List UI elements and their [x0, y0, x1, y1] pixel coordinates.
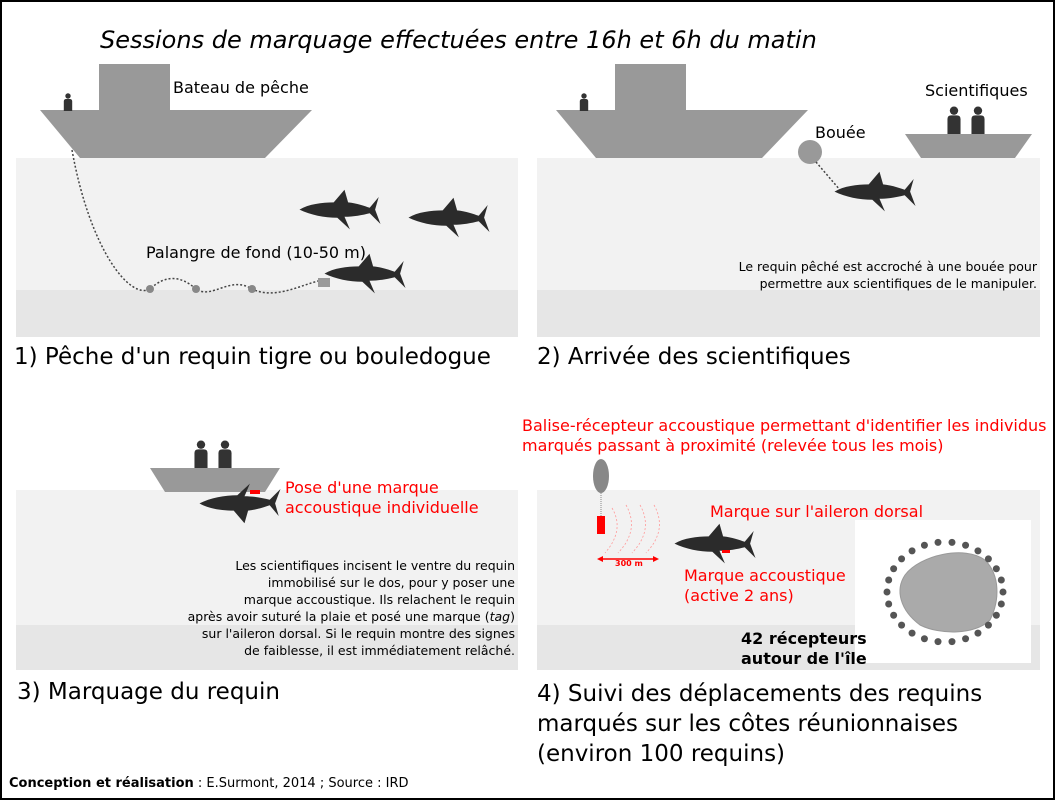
receiver-dot — [997, 576, 1005, 584]
boat-cabin — [99, 64, 170, 111]
fishing-boat — [40, 110, 312, 158]
receiver-dot — [908, 629, 916, 637]
receiver-dot — [992, 565, 1000, 573]
receiver-dot — [974, 547, 982, 555]
note-tag-word: tag — [489, 609, 511, 624]
receiver-dot — [948, 638, 956, 646]
panel-1-caption: 1) Pêche d'un requin tigre ou bouledogue — [14, 344, 491, 370]
receiver-dot — [890, 611, 898, 619]
receiver-dot — [934, 638, 942, 646]
note-line: après avoir suturé la plaie et posé une … — [187, 609, 490, 624]
scientists-boat — [150, 468, 280, 492]
credits-rest: : E.Surmont, 2014 ; Source : IRD — [193, 776, 409, 791]
receivers-count: 42 récepteurs autour de l'île — [741, 629, 867, 669]
caption-line: 4) Suivi des déplacements des requins — [537, 681, 983, 707]
label-line: (active 2 ans) — [684, 586, 794, 605]
panel-3-note: Les scientifiques incisent le ventre du … — [188, 557, 515, 659]
receiver-dot — [898, 621, 906, 629]
note-line: sur l'aileron dorsal. Si le requin montr… — [201, 626, 515, 641]
buoy-icon — [798, 140, 822, 164]
note-line: marque accoustique. Ils relachent le req… — [243, 592, 515, 607]
boat-label: Bateau de pêche — [173, 78, 309, 97]
receiver-dot — [962, 635, 970, 643]
receiver-dots — [883, 538, 1007, 646]
credits-bold: Conception et réalisation — [9, 776, 194, 791]
label-line: Pose d'une marque — [285, 478, 439, 497]
receiver-dot — [992, 611, 1000, 619]
fishing-boat — [556, 110, 808, 158]
receiver-dot — [999, 588, 1007, 596]
caption-line: marqués sur les côtes réunionnaises — [537, 711, 958, 737]
longline-label: Palangre de fond (10-50 m) — [146, 243, 366, 262]
receiver-label: Balise-récepteur accoustique permettant … — [522, 416, 1047, 456]
seabed — [16, 290, 518, 337]
label-line: Marque accoustique — [684, 566, 846, 585]
panel-1-scene — [16, 64, 518, 337]
panel-4-scene — [537, 459, 1040, 670]
label-line: accoustique individuelle — [285, 498, 479, 517]
panel-3-caption: 3) Marquage du requin — [17, 679, 280, 705]
scientist-icon — [218, 440, 232, 468]
label-line: autour de l'île — [741, 649, 867, 668]
label-line: Balise-récepteur accoustique permettant … — [522, 416, 1047, 435]
note-line: Le requin pêché est accroché à une bouée… — [738, 259, 1037, 274]
receiver-dot — [883, 588, 891, 596]
fisherman-icon — [63, 93, 73, 111]
note-line: immobilisé sur le dos, pour y poser une — [267, 575, 515, 590]
panel-2-caption: 2) Arrivée des scientifiques — [537, 344, 851, 370]
acoustic-tag-label: Marque accoustique (active 2 ans) — [684, 566, 846, 606]
range-label: 300 m — [615, 559, 643, 568]
receiver-dot — [885, 576, 893, 584]
scientists-boat — [905, 134, 1032, 158]
fisherman-icon — [579, 93, 589, 111]
panel-4-caption: 4) Suivi des déplacements des requins ma… — [537, 679, 982, 769]
dorsal-tag-label: Marque sur l'aileron dorsal — [710, 502, 924, 521]
caption-line: (environ 100 requins) — [537, 741, 786, 767]
label-line: marqués passant à proximité (relevée tou… — [522, 436, 944, 455]
reunion-island — [899, 552, 998, 633]
page-title: Sessions de marquage effectuées entre 16… — [100, 26, 817, 54]
note-line: Les scientifiques incisent le ventre du … — [235, 558, 515, 573]
label-line: 42 récepteurs — [741, 629, 867, 648]
receiver-buoy-icon — [593, 459, 609, 493]
receiver-dot — [908, 547, 916, 555]
receiver-dot — [962, 541, 970, 549]
receiver-dot — [920, 541, 928, 549]
longline — [71, 149, 323, 294]
scientist-icon — [947, 106, 961, 134]
credits: Conception et réalisation : E.Surmont, 2… — [9, 776, 409, 791]
receiver-dot — [898, 555, 906, 563]
note-line: permettre aux scientifiques de le manipu… — [759, 276, 1037, 291]
receiver-dot — [885, 600, 893, 608]
panel-2-note: Le requin pêché est accroché à une bouée… — [739, 258, 1037, 292]
buoy-label: Bouée — [815, 123, 866, 142]
scientist-icon — [194, 440, 208, 468]
receiver-dot — [997, 600, 1005, 608]
panel-3-scene — [16, 440, 518, 670]
note-line: de faiblesse, il est immédiatement relâc… — [244, 643, 515, 658]
scientist-icon — [971, 106, 985, 134]
receiver-icon — [597, 516, 605, 534]
note-line: ) — [510, 609, 515, 624]
scientists-label: Scientifiques — [925, 81, 1028, 100]
receiver-dot — [920, 635, 928, 643]
receiver-dot — [984, 621, 992, 629]
receiver-dot — [948, 538, 956, 546]
receiver-dot — [974, 629, 982, 637]
panel-2-scene — [537, 64, 1040, 337]
receiver-dot — [984, 555, 992, 563]
tag-label: Pose d'une marque accoustique individuel… — [285, 478, 479, 518]
receiver-dot — [890, 565, 898, 573]
receiver-dot — [934, 538, 942, 546]
